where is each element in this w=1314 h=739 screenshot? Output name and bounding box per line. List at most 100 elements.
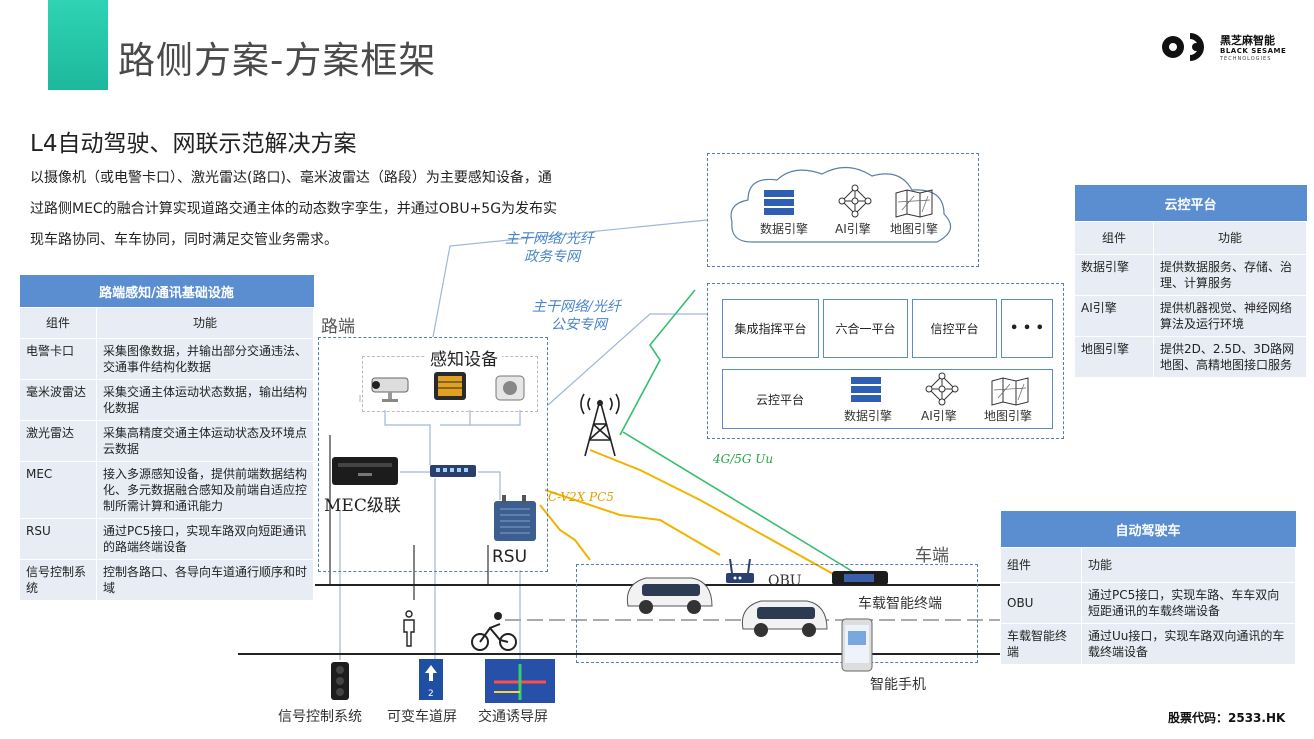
table-cell-component: AI引擎 — [1074, 295, 1154, 337]
roadside-zone — [318, 337, 548, 572]
vehicle-terminal-icon — [832, 571, 888, 585]
table-cell-component: 地图引擎 — [1074, 336, 1154, 378]
variable-lane-label: 可变车道屏 — [387, 709, 457, 725]
table-cell-component: OBU — [1000, 582, 1082, 624]
variable-lane-screen-icon: 2 — [419, 659, 443, 700]
platform-map-engine-label: 地图引擎 — [984, 409, 1033, 423]
neural-network-icon — [925, 372, 959, 406]
smartphone-label: 智能手机 — [870, 677, 926, 693]
platform-cloud-control-label: 云控平台 — [756, 392, 805, 407]
mec-device-icon — [332, 457, 398, 485]
police-fiber-label: 主干网络/光纤 — [532, 299, 621, 315]
table-cell-function: 采集图像数据，并输出部分交通违法、交通事件结构化数据 — [96, 338, 314, 380]
table-row: 信号控制系统控制各路口、各导向车道通行顺序和时域 — [19, 559, 314, 601]
cloud-zone — [707, 153, 979, 267]
platform-integrated-command[interactable]: 集成指挥平台 — [722, 299, 819, 358]
vehicle-zone — [576, 564, 978, 663]
table-header-function: 功能 — [96, 307, 314, 339]
svg-text:2: 2 — [428, 689, 434, 699]
sensing-device-label: 感知设备 — [426, 345, 502, 370]
description-line-3: 现车路协同、车车协同，同时满足交管业务需求。 — [30, 232, 338, 248]
obu-label: OBU — [768, 573, 802, 589]
table-cell-component: RSU — [19, 518, 97, 560]
gov-fiber-line — [432, 219, 708, 338]
table-row: 地图引擎提供2D、2.5D、3D路网地图、高精地图接口服务 — [1074, 336, 1307, 378]
pc5-line-2 — [544, 489, 721, 556]
table-cell-function: 通过PC5接口，实现车路、车车双向短距通讯的车载终端设备 — [1081, 582, 1296, 624]
camera-icon — [371, 377, 409, 402]
table-cell-component: 激光雷达 — [19, 420, 97, 462]
cyclist-icon — [471, 612, 517, 651]
platform-signal-control[interactable]: 信控平台 — [912, 299, 997, 358]
description-line-2: 过路侧MEC的融合计算实现道路交通主体的动态数字孪生，并通过OBU+5G为发布实 — [30, 201, 558, 217]
table-row: AI引擎提供机器视觉、神经网络算法及运行环境 — [1074, 295, 1307, 337]
traffic-light-icon — [331, 662, 349, 700]
map-icon — [895, 189, 933, 218]
table-cell-function: 控制各路口、各导向车道通行顺序和时域 — [96, 559, 314, 601]
database-icon — [764, 190, 794, 215]
platform-zone — [707, 283, 1064, 439]
database-icon — [851, 377, 881, 402]
guidance-screen-label: 交通诱导屏 — [478, 709, 548, 725]
section-subtitle: L4自动驾驶、网联示范解决方案 — [30, 131, 357, 157]
page-title: 路侧方案-方案框架 — [118, 39, 437, 82]
title-accent-bar — [48, 0, 108, 90]
logo-text-en: BLACK SESAME — [1220, 47, 1287, 55]
table-title: 自动驾驶车 — [1000, 511, 1296, 548]
police-fiber-line — [547, 313, 707, 406]
table-cell-function: 提供2D、2.5D、3D路网地图、高精地图接口服务 — [1153, 336, 1307, 378]
cloud-map-engine-label: 地图引擎 — [890, 222, 939, 236]
table-title: 云控平台 — [1074, 185, 1307, 222]
platform-data-engine-label: 数据引擎 — [844, 409, 893, 423]
table-row: 毫米波雷达采集交通主体运动状态数据，输出结构化数据 — [19, 379, 314, 421]
table-header-function: 功能 — [1153, 221, 1307, 255]
vehicle-zone-label: 车端 — [915, 546, 949, 566]
roadside-infra-table: 路端感知/通讯基础设施 组件 功能 电警卡口采集图像数据，并输出部分交通违法、交… — [19, 275, 314, 601]
table-cell-component: 数据引擎 — [1074, 254, 1154, 296]
stock-code: 股票代码：2533.HK — [1168, 711, 1286, 725]
table-cell-component: 信号控制系统 — [19, 559, 97, 601]
table-row: 车载智能终端通过Uu接口，实现车路双向通讯的车载终端设备 — [1000, 623, 1296, 665]
cell-tower-icon — [580, 393, 620, 457]
pc5-line-3 — [589, 449, 836, 576]
map-icon — [991, 377, 1029, 406]
cloud-shape — [730, 166, 952, 243]
table-cell-function: 提供机器视觉、神经网络算法及运行环境 — [1153, 295, 1307, 337]
table-cell-component: MEC — [19, 461, 97, 519]
table-title: 路端感知/通讯基础设施 — [19, 275, 314, 308]
table-header-component: 组件 — [1000, 547, 1082, 583]
pedestrian-icon — [403, 610, 415, 647]
police-network-label: 公安专网 — [551, 317, 607, 333]
roadside-zone-label: 路端 — [321, 317, 355, 337]
logo-text-cn: 黑芝麻智能 — [1220, 34, 1275, 47]
obu-router-icon — [726, 558, 754, 583]
neural-network-icon — [838, 184, 872, 218]
uu-line-up — [619, 289, 696, 436]
cloud-ai-engine-label: AI引擎 — [835, 222, 871, 236]
platform-more[interactable]: • • • — [1001, 299, 1053, 358]
table-cell-function: 通过Uu接口，实现车路双向通讯的车载终端设备 — [1081, 623, 1296, 665]
platform-six-in-one[interactable]: 六合一平台 — [823, 299, 908, 358]
autonomous-vehicle-icon — [741, 600, 828, 637]
table-cell-component: 毫米波雷达 — [19, 379, 97, 421]
traffic-guidance-screen-icon — [485, 659, 555, 703]
uu-label: 4G/5G Uu — [713, 452, 774, 466]
table-cell-function: 通过PC5接口，实现车路双向短距通讯的路端终端设备 — [96, 518, 314, 560]
gov-network-label: 政务专网 — [524, 249, 580, 265]
smartphone-icon — [841, 618, 873, 672]
autonomous-vehicle-icon — [626, 577, 713, 614]
vehicle-terminal-label: 车载智能终端 — [858, 596, 942, 612]
table-row: 数据引擎提供数据服务、存储、治理、计算服务 — [1074, 254, 1307, 296]
table-cell-function: 提供数据服务、存储、治理、计算服务 — [1153, 254, 1307, 296]
pc5-line-1 — [539, 504, 591, 561]
table-cell-function: 接入多源感知设备，提供前端数据结构化、多元数据融合感知及前端自适应控制所需计算和… — [96, 461, 314, 519]
signal-control-label: 信号控制系统 — [278, 709, 362, 725]
logo-text-en-sub: TECHNOLOGIES — [1220, 56, 1272, 62]
table-cell-function: 采集高精度交通主体运动状态及环境点云数据 — [96, 420, 314, 462]
table-header-function: 功能 — [1081, 547, 1296, 583]
